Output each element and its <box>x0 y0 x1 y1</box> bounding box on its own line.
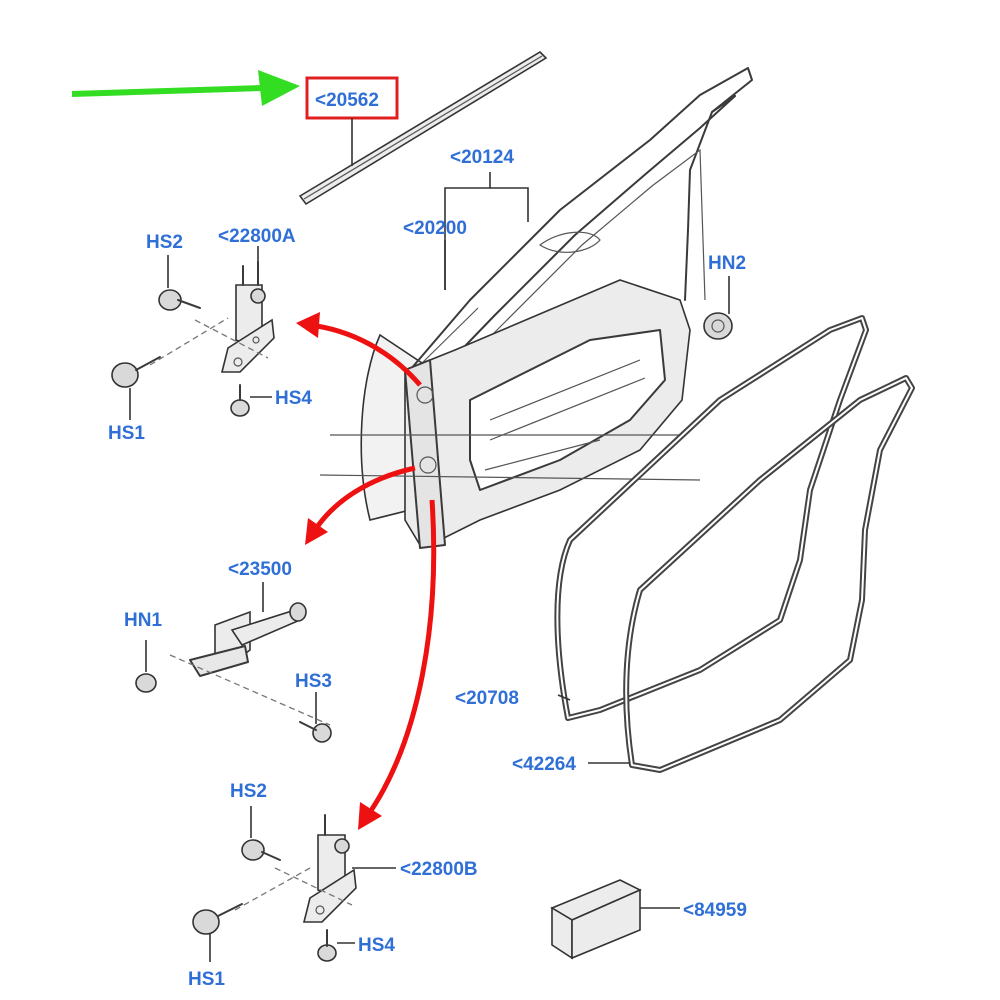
leaders-20124-20200 <box>444 172 529 290</box>
door-shell-part <box>319 67 753 549</box>
check-strap-part <box>189 582 307 677</box>
label-20562: <20562 <box>315 90 379 111</box>
door-seal-inner-part <box>623 375 915 773</box>
label-hn1: HN1 <box>124 610 162 631</box>
label-hs1-top: HS1 <box>108 423 145 444</box>
label-hs1-bottom: HS1 <box>188 969 225 990</box>
label-20124: <20124 <box>450 147 514 168</box>
bolt-hs4-top-part <box>230 384 272 417</box>
label-23500: <23500 <box>228 559 292 580</box>
label-20708: <20708 <box>455 688 519 709</box>
label-hs4-top: HS4 <box>275 388 312 409</box>
belt-weatherstrip-part <box>298 50 548 206</box>
label-hs2-top: HS2 <box>146 232 183 253</box>
label-42264: <42264 <box>512 754 576 775</box>
label-20200: <20200 <box>403 218 467 239</box>
label-hs4-bottom: HS4 <box>358 935 395 956</box>
box-84959-part <box>550 879 680 960</box>
lower-hinge-part <box>302 814 357 923</box>
bolt-hs1-bottom-part <box>192 903 243 962</box>
label-84959: <84959 <box>683 900 747 921</box>
bolt-hs4-bottom-part <box>317 929 355 962</box>
label-hs3: HS3 <box>295 671 332 692</box>
leader-20708 <box>557 694 571 701</box>
label-22800a: <22800A <box>218 226 296 247</box>
bolt-hs1-top-part <box>111 356 161 420</box>
nut-hn2-part <box>703 276 733 340</box>
nut-hn1-part <box>135 640 157 693</box>
bolt-hs2-top-part <box>158 255 201 311</box>
red-callout-arrows <box>296 312 437 830</box>
upper-hinge-part <box>220 261 275 373</box>
door-seal-outer-part <box>554 315 869 721</box>
label-22800b: <22800B <box>400 859 478 880</box>
green-pointer-arrow <box>71 70 300 106</box>
check-strap-dash <box>169 654 331 726</box>
label-hs2-bottom: HS2 <box>230 781 267 802</box>
label-hn2: HN2 <box>708 253 746 274</box>
bolt-hs3-part <box>299 692 332 743</box>
bolt-hs2-bottom-part <box>241 806 281 861</box>
